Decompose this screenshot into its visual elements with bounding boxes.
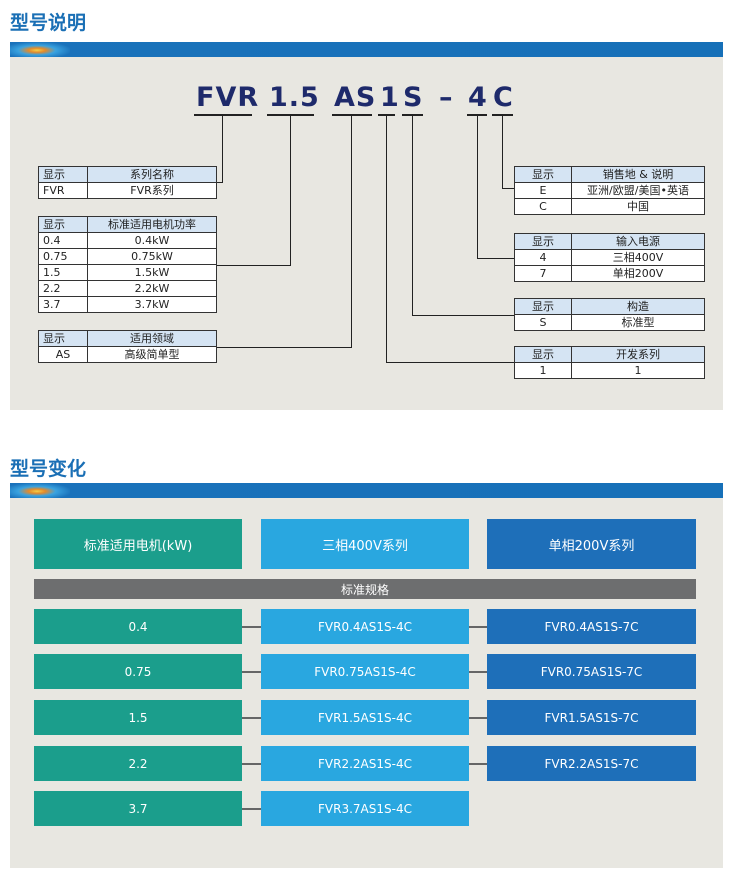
- power-cell: 0.75: [34, 654, 242, 689]
- single-phase-model: FVR0.75AS1S-7C: [487, 654, 696, 689]
- header-three-phase: 三相400V系列: [261, 519, 469, 569]
- power-cell: 3.7: [34, 791, 242, 826]
- header-single-phase: 单相200V系列: [487, 519, 696, 569]
- connector-field: [351, 116, 352, 347]
- code-dev: 1: [380, 82, 400, 113]
- three-phase-model: FVR0.75AS1S-4C: [261, 654, 469, 689]
- bar-decoration: [10, 483, 70, 498]
- code-input: 4: [468, 82, 488, 113]
- code-region: C: [493, 82, 514, 113]
- code-field: AS: [334, 82, 377, 113]
- section-bar: [10, 42, 723, 57]
- code-fvr: FVR: [196, 82, 260, 113]
- single-phase-model: FVR2.2AS1S-7C: [487, 746, 696, 781]
- underline-power: [267, 114, 314, 116]
- header-motor-power: 标准适用电机(kW): [34, 519, 242, 569]
- underline-structure: [402, 114, 423, 116]
- section-title-model-description: 型号说明: [10, 12, 87, 34]
- single-phase-model: FVR0.4AS1S-7C: [487, 609, 696, 644]
- power-cell: 2.2: [34, 746, 242, 781]
- connector-input: [477, 116, 478, 258]
- underline-input: [467, 114, 487, 116]
- three-phase-model: FVR0.4AS1S-4C: [261, 609, 469, 644]
- three-phase-model: FVR1.5AS1S-4C: [261, 700, 469, 735]
- connector-structure: [412, 116, 413, 315]
- spec-label-bar: 标准规格: [34, 579, 696, 599]
- three-phase-model: FVR3.7AS1S-4C: [261, 791, 469, 826]
- connector-power: [290, 116, 291, 265]
- underline-dev: [378, 114, 395, 116]
- power-cell: 1.5: [34, 700, 242, 735]
- code-structure: S: [403, 82, 424, 113]
- code-power: 1.5: [269, 82, 320, 113]
- section-bar: [10, 483, 723, 498]
- single-phase-model: FVR1.5AS1S-7C: [487, 700, 696, 735]
- underline-region: [492, 114, 513, 116]
- power-cell: 0.4: [34, 609, 242, 644]
- section-title-model-variants: 型号变化: [10, 458, 87, 480]
- code-dash: –: [439, 82, 454, 113]
- connector-fvr: [222, 116, 223, 182]
- connector-region: [502, 116, 503, 188]
- bar-decoration: [10, 42, 70, 57]
- underline-fvr: [194, 114, 252, 116]
- connector-dev: [386, 116, 387, 362]
- underline-field: [332, 114, 372, 116]
- three-phase-model: FVR2.2AS1S-4C: [261, 746, 469, 781]
